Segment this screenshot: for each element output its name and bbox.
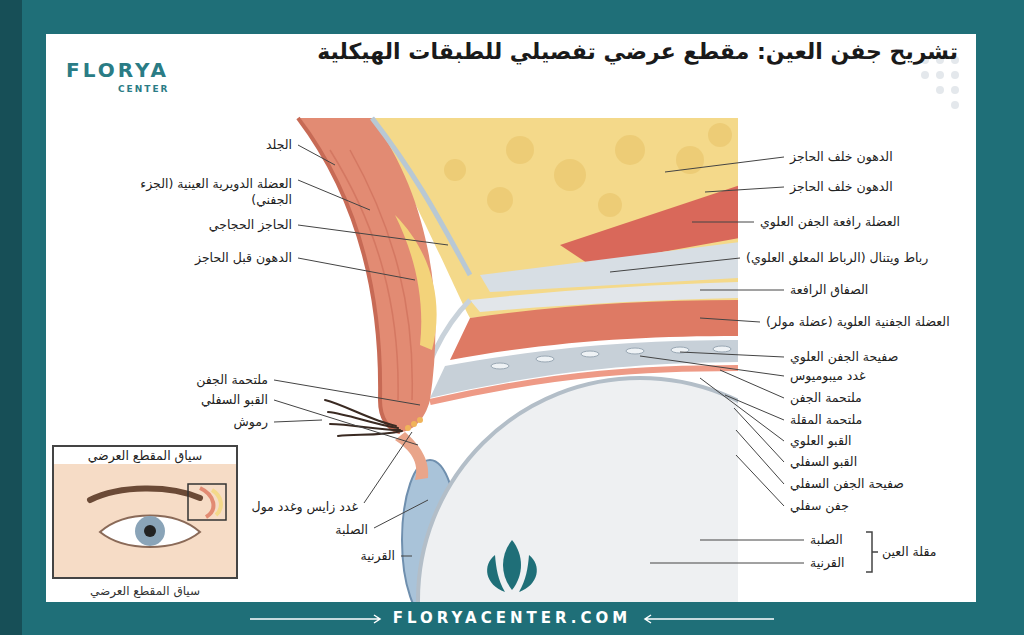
part-label: القبو السفلي <box>790 454 857 470</box>
watermark: FLORYA <box>66 57 169 83</box>
diagram-title: تشريح جفن العين: مقطع عرضي تفصيلي للطبقا… <box>317 38 958 67</box>
skin <box>298 118 400 432</box>
part-label: الدهون قبل الحاجز <box>195 250 292 266</box>
part-label: ملتحمة الجفن <box>196 372 268 388</box>
part-label: غدد زايس وغدد مول <box>252 499 358 515</box>
part-label: الجلد <box>266 137 292 153</box>
part-label: الحاجز الحجاجي <box>209 217 292 233</box>
part-label: القبو السفلي <box>201 392 268 408</box>
part-label: الصلبة <box>335 522 368 538</box>
part-label: جفن سفلي <box>790 498 849 514</box>
inset-box: سياق المقطع العرضي <box>52 445 238 579</box>
part-label: العضلة الدويرية العينية (الجزء الجفني) <box>132 176 292 209</box>
logo-leaves <box>487 540 537 592</box>
inset-heading: سياق المقطع العرضي <box>54 447 236 464</box>
inset-illustration <box>53 463 237 577</box>
inset-caption: سياق المقطع العرضي <box>90 584 200 600</box>
footer-url: FLORYACENTER.COM <box>0 609 1024 629</box>
anatomy <box>298 118 738 602</box>
part-label: القرنية <box>810 555 844 571</box>
part-label: الدهون خلف الحاجز <box>790 149 893 165</box>
part-label: الدهون خلف الحاجز <box>790 179 893 195</box>
part-label: القرنية <box>361 548 395 564</box>
part-label: مقلة العين <box>882 544 936 560</box>
part-label: صفيحة الجفن السفلي <box>790 476 904 492</box>
part-label: الصلبة <box>810 532 843 548</box>
leader-lines <box>274 145 878 572</box>
part-label: العضلة رافعة الجفن العلوي <box>760 214 900 230</box>
muscle-fibres <box>330 150 412 400</box>
part-label: صفيحة الجفن العلوي <box>790 349 898 365</box>
zeis-moll-glands <box>405 417 423 431</box>
part-label: العضلة الجفنية العلوية (عضلة مولر) <box>766 314 950 330</box>
part-label: رموش <box>234 414 268 430</box>
frame-stripe <box>0 0 22 635</box>
part-label: الصفاق الرافعة <box>790 282 868 298</box>
part-label: القبو العلوي <box>790 433 852 449</box>
part-label: ملتحمة المقلة <box>790 412 862 428</box>
watermark: CENTER <box>118 84 170 96</box>
eyeball <box>418 378 738 602</box>
part-label: ملتحمة الجفن <box>790 390 862 406</box>
eyelashes <box>325 400 402 436</box>
part-label: رباط ويتنال (الرباط المعلق العلوي) <box>746 250 928 266</box>
preseptal-fat <box>395 215 437 350</box>
part-label: غدد ميبوميوس <box>790 368 866 384</box>
